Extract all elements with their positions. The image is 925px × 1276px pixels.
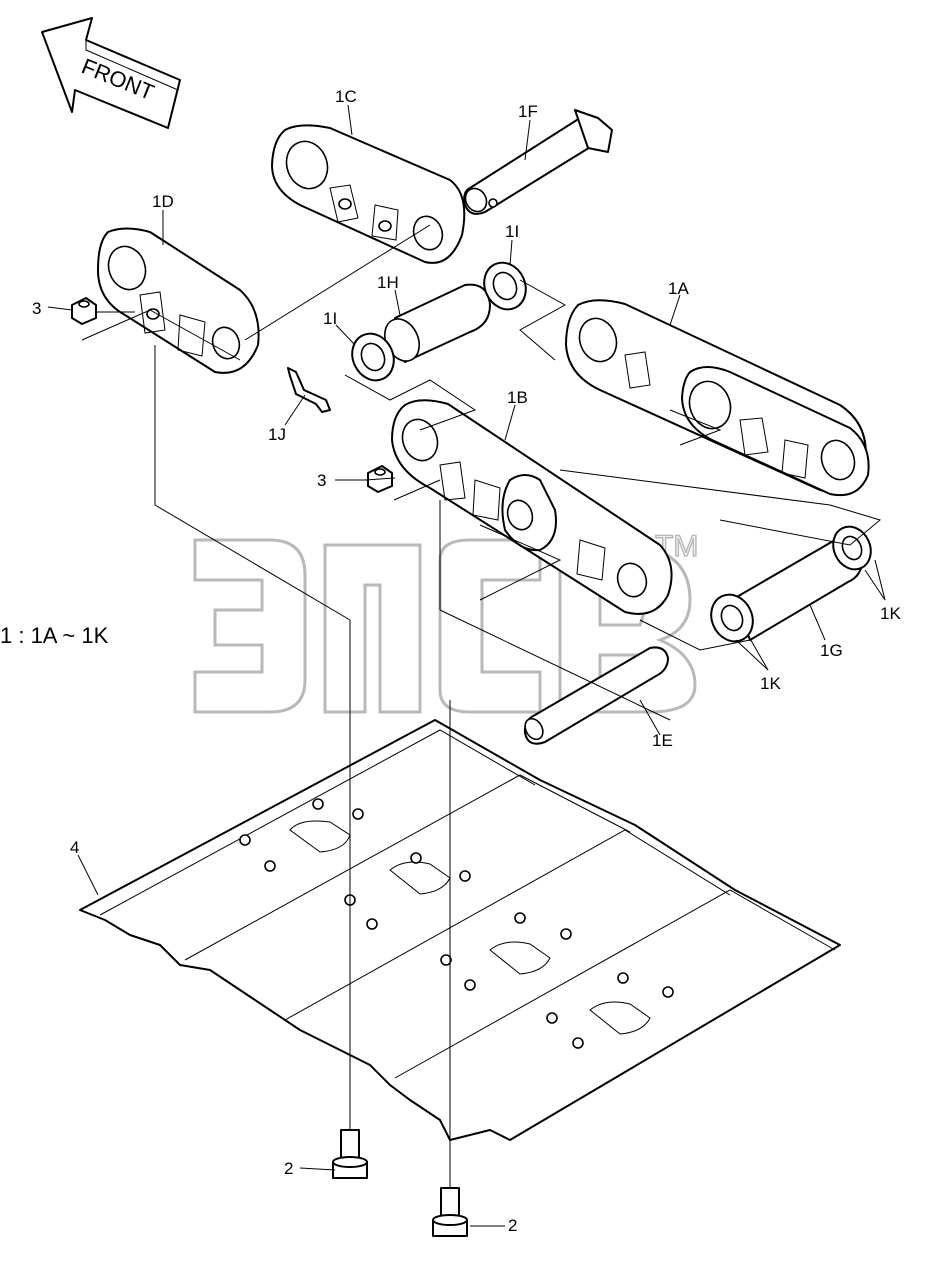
assembly-note: 1 : 1A ~ 1K: [0, 623, 109, 648]
label-1C: 1C: [335, 87, 357, 106]
nut-3-upper: [71, 297, 97, 325]
pin-1F: [463, 109, 613, 215]
label-1J: 1J: [268, 425, 286, 444]
label-1I-upper: 1I: [505, 222, 519, 241]
track-shoe-4: [79, 719, 841, 1141]
label-1H: 1H: [377, 273, 399, 292]
label-3-lower: 3: [317, 471, 326, 490]
bushing-1H: [383, 283, 491, 363]
label-1A: 1A: [668, 279, 689, 298]
label-2-right: 2: [508, 1216, 517, 1235]
label-1B: 1B: [507, 388, 528, 407]
label-1K-left: 1K: [760, 674, 781, 693]
label-1K-right: 1K: [880, 604, 901, 623]
link-1A: [565, 299, 870, 497]
seal-1I-lower: [351, 332, 395, 382]
bolt-2-left: [332, 1129, 368, 1179]
link-1D: [97, 227, 260, 374]
label-1G: 1G: [820, 641, 843, 660]
bolt-2-right: [432, 1187, 468, 1237]
label-1E: 1E: [652, 731, 673, 750]
label-1F: 1F: [518, 102, 538, 121]
front-arrow: FRONT: [41, 17, 181, 129]
label-1I-lower: 1I: [323, 309, 337, 328]
seal-1I-upper: [483, 261, 527, 311]
label-leaders: [47, 104, 886, 1227]
label-1D: 1D: [152, 192, 174, 211]
label-2-left: 2: [284, 1159, 293, 1178]
link-1B: [391, 399, 673, 615]
pin-1G: [710, 525, 872, 643]
spring-pin-1J: [287, 367, 331, 413]
label-4: 4: [70, 838, 79, 857]
pin-1E: [523, 646, 669, 745]
label-3-upper: 3: [32, 299, 41, 318]
leader-lines: [81, 224, 882, 1188]
link-1C: [271, 124, 466, 264]
